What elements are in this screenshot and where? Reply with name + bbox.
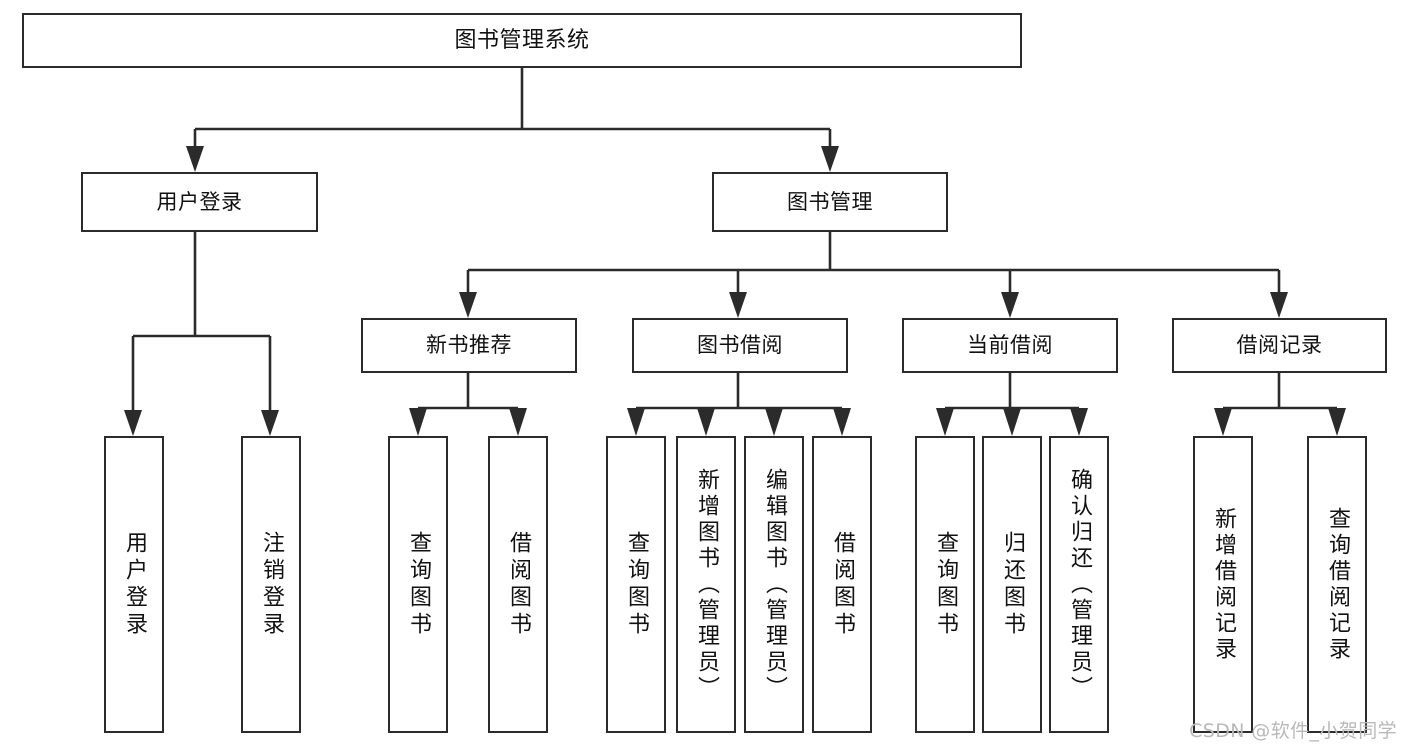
node-leaf-query-record[interactable]: 查询借阅记录 <box>1307 436 1367 733</box>
node-book-manage[interactable]: 图书管理 <box>712 172 948 232</box>
node-label: 图书管理 <box>787 189 873 214</box>
node-label: 当前借阅 <box>967 333 1053 358</box>
node-root-system[interactable]: 图书管理系统 <box>22 13 1022 68</box>
node-borrow-record[interactable]: 借阅记录 <box>1172 318 1387 373</box>
arrowhead-book-manage <box>821 146 839 172</box>
arrowhead-leaf-query-book-1 <box>409 408 427 436</box>
node-label: 借阅记录 <box>1236 333 1323 358</box>
node-label: 新书推荐 <box>426 333 512 358</box>
node-label: 借阅图书 <box>506 530 531 639</box>
node-leaf-add-book[interactable]: 新增图书（管理员） <box>676 436 736 733</box>
node-book-borrow[interactable]: 图书借阅 <box>632 318 848 373</box>
arrowhead-leaf-query-record <box>1328 408 1346 436</box>
node-current-borrow[interactable]: 当前借阅 <box>902 318 1118 373</box>
arrowhead-leaf-add-record <box>1214 408 1232 436</box>
node-label: 借阅图书 <box>830 530 855 639</box>
node-leaf-edit-book[interactable]: 编辑图书（管理员） <box>744 436 804 733</box>
node-leaf-query-book-1[interactable]: 查询图书 <box>388 436 448 733</box>
watermark: CSDN @软件_小贺同学 <box>1189 720 1397 742</box>
arrowhead-book-borrow <box>729 292 747 318</box>
arrowhead-borrow-record <box>1270 292 1288 318</box>
arrowhead-leaf-add-book <box>697 408 715 436</box>
node-label: 查询借阅记录 <box>1325 506 1350 663</box>
node-leaf-borrow-book-1[interactable]: 借阅图书 <box>488 436 548 733</box>
node-label: 归还图书 <box>1000 530 1025 639</box>
arrowhead-leaf-borrow-book-2 <box>833 408 851 436</box>
node-label: 查询图书 <box>406 530 431 639</box>
arrowhead-leaf-return-book <box>1003 408 1021 436</box>
node-label: 注销登录 <box>259 530 284 639</box>
node-label: 新增借阅记录 <box>1211 506 1236 663</box>
arrowhead-leaf-logout <box>261 410 279 436</box>
node-leaf-query-book-3[interactable]: 查询图书 <box>915 436 975 733</box>
node-label: 查询图书 <box>624 530 649 639</box>
node-leaf-borrow-book-2[interactable]: 借阅图书 <box>812 436 872 733</box>
arrowhead-leaf-query-book-2 <box>627 408 645 436</box>
node-label: 查询图书 <box>933 530 958 639</box>
arrowhead-user-login <box>186 146 204 172</box>
node-label: 确认归还（管理员） <box>1067 467 1092 702</box>
arrowhead-new-book-recommend <box>459 292 477 318</box>
node-label: 编辑图书（管理员） <box>762 467 787 702</box>
arrowhead-leaf-borrow-book-1 <box>509 408 527 436</box>
node-leaf-user-login[interactable]: 用户登录 <box>104 436 164 733</box>
arrowhead-current-borrow <box>1001 292 1019 318</box>
arrowhead-leaf-confirm-return <box>1070 408 1088 436</box>
arrowhead-leaf-user-login <box>124 410 142 436</box>
node-label: 用户登录 <box>122 530 147 639</box>
node-label: 图书借阅 <box>697 333 783 358</box>
arrowhead-leaf-edit-book <box>765 408 783 436</box>
node-new-book-recommend[interactable]: 新书推荐 <box>361 318 577 373</box>
node-label: 图书管理系统 <box>454 27 590 53</box>
node-leaf-add-record[interactable]: 新增借阅记录 <box>1193 436 1253 733</box>
arrowhead-leaf-query-book-3 <box>936 408 954 436</box>
node-leaf-confirm-return[interactable]: 确认归还（管理员） <box>1049 436 1109 733</box>
node-label: 用户登录 <box>156 189 243 214</box>
node-leaf-return-book[interactable]: 归还图书 <box>982 436 1042 733</box>
node-leaf-logout[interactable]: 注销登录 <box>241 436 301 733</box>
node-leaf-query-book-2[interactable]: 查询图书 <box>606 436 666 733</box>
node-user-login[interactable]: 用户登录 <box>81 172 318 232</box>
node-label: 新增图书（管理员） <box>694 467 719 702</box>
